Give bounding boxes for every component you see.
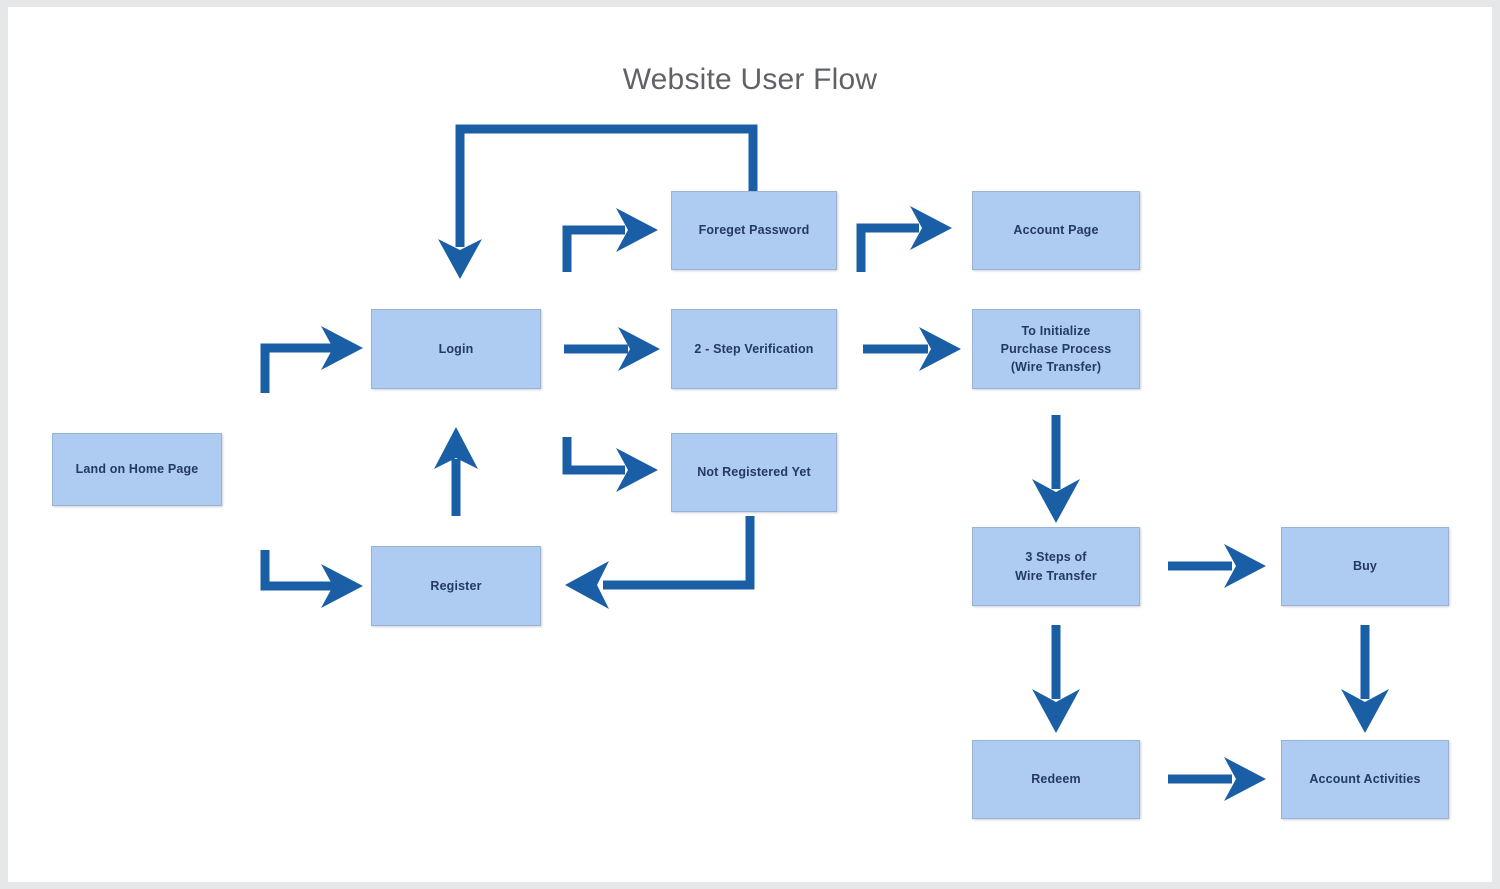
edge-two-step-to-purchase (863, 327, 961, 371)
edge-redeem-to-account-activities (1168, 757, 1266, 801)
node-label: Redeem (1031, 772, 1081, 787)
edge-login-to-two-step (564, 327, 660, 371)
diagram-canvas: Website User Flow (8, 7, 1492, 882)
node-label: Register (430, 578, 482, 593)
node-register[interactable]: Register (371, 546, 541, 626)
edge-home-to-register (260, 550, 363, 608)
node-redeem[interactable]: Redeem (972, 740, 1140, 819)
node-to-initialize-purchase-process[interactable]: To Initialize Purchase Process (Wire Tra… (972, 309, 1140, 389)
node-land-on-home-page[interactable]: Land on Home Page (52, 433, 222, 506)
node-label: 3 Steps of Wire Transfer (1015, 550, 1097, 583)
node-buy[interactable]: Buy (1281, 527, 1449, 606)
node-foreget-password[interactable]: Foreget Password (671, 191, 837, 270)
edge-three-steps-to-redeem (1032, 625, 1080, 733)
node-account-page[interactable]: Account Page (972, 191, 1140, 270)
node-label: Buy (1352, 559, 1378, 574)
edge-three-steps-to-buy (1168, 544, 1266, 588)
node-label: To Initialize Purchase Process (Wire Tra… (1000, 323, 1112, 375)
node-not-registered-yet[interactable]: Not Registered Yet (671, 433, 837, 512)
page-title: Website User Flow (622, 63, 878, 96)
node-two-step-verification[interactable]: 2 - Step Verification (671, 309, 837, 389)
node-label: Foreget Password (698, 223, 810, 238)
edge-buy-to-account-activities (1341, 625, 1389, 733)
node-label: Not Registered Yet (697, 465, 811, 480)
node-label: Login (438, 341, 474, 356)
node-login[interactable]: Login (371, 309, 541, 389)
node-label: Account Activities (1309, 772, 1421, 787)
node-label: Account Page (1013, 223, 1099, 238)
edge-purchase-to-three-steps (1032, 415, 1080, 523)
node-label: 2 - Step Verification (694, 341, 814, 356)
edge-foreget-to-account-page (856, 206, 952, 272)
node-label: Land on Home Page (75, 462, 199, 477)
edge-login-to-not-registered (562, 437, 658, 492)
edge-not-registered-to-register (565, 516, 755, 609)
node-three-steps-of-wire-transfer[interactable]: 3 Steps of Wire Transfer (972, 527, 1140, 606)
edge-register-to-login (434, 427, 478, 516)
edge-login-to-foreget-password (562, 208, 658, 272)
node-account-activities[interactable]: Account Activities (1281, 740, 1449, 819)
edge-home-to-login (260, 326, 363, 393)
